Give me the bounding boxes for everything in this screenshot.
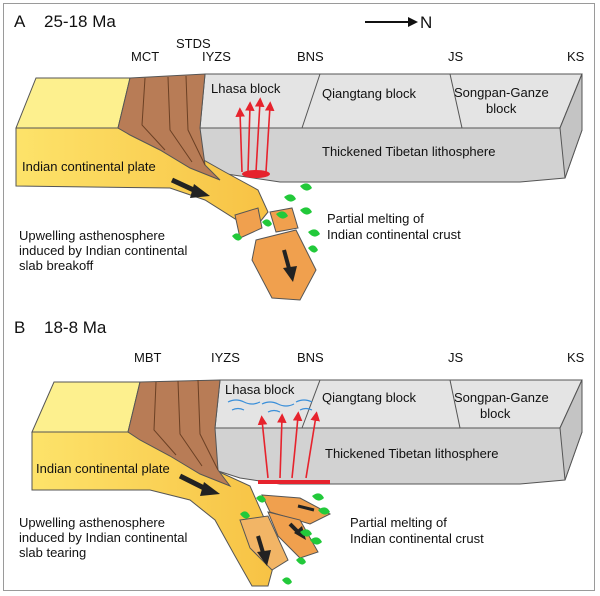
upwelling-line3-b: slab tearing	[19, 545, 86, 560]
magma-paths-b	[257, 411, 330, 484]
melting-line2-b: Indian continental crust	[350, 531, 484, 546]
panel-a-letter: A	[14, 12, 26, 31]
suture-js-a: JS	[448, 49, 464, 64]
upwelling-line1-a: Upwelling asthenosphere	[19, 228, 165, 243]
upwelling-line3-a: slab breakoff	[19, 258, 94, 273]
broken-slab-a	[234, 207, 317, 301]
sinking-slab-arrowhead-a	[283, 266, 297, 282]
himalaya-wedge-a	[117, 73, 221, 181]
suture-mbt-b: MBT	[134, 350, 162, 365]
suture-ks-a: KS	[567, 49, 585, 64]
panel-a: A 25-18 Ma N	[14, 12, 585, 301]
suture-bns-b: BNS	[297, 350, 324, 365]
subduction-arrowhead-b	[200, 482, 220, 496]
suture-mct-a: MCT	[131, 49, 159, 64]
sinking-slab-arrowhead-b1	[257, 550, 271, 566]
sinking-slab-arrowhead-b2	[294, 526, 306, 540]
himalaya-wedge-b	[127, 379, 232, 488]
melting-line1-a: Partial melting of	[327, 211, 424, 226]
lithosphere-label-b: Thickened Tibetan lithosphere	[325, 446, 498, 461]
suture-iyzs-a: IYZS	[202, 49, 231, 64]
suture-stds-a: STDS	[176, 36, 211, 51]
subduction-arrowhead-a	[190, 184, 210, 198]
melting-line2-a: Indian continental crust	[327, 227, 461, 242]
lithosphere-label-a: Thickened Tibetan lithosphere	[322, 144, 495, 159]
suture-js-b: JS	[448, 350, 464, 365]
panel-b: B 18-8 Ma	[14, 318, 585, 587]
upwelling-line2-a: induced by Indian continental	[19, 243, 188, 258]
suture-iyzs-b: IYZS	[211, 350, 240, 365]
melt-droplets-b	[240, 493, 330, 585]
songpan-block-label-b-1: Songpan-Ganze	[454, 390, 549, 405]
melt-droplets-a	[232, 183, 320, 253]
tibetan-plateau-block-b	[214, 379, 583, 485]
sediment-layers-b	[227, 399, 313, 413]
lhasa-block-label-b: Lhasa block	[225, 382, 295, 397]
qiangtang-block-label-a: Qiangtang block	[322, 86, 416, 101]
tibetan-plateau-block-a	[199, 73, 583, 183]
qiangtang-block-label-b: Qiangtang block	[322, 390, 416, 405]
sinking-slab-arrow-b3	[297, 504, 315, 512]
panel-b-age: 18-8 Ma	[44, 318, 107, 337]
torn-slab-b	[239, 494, 332, 571]
panel-a-age: 25-18 Ma	[44, 12, 116, 31]
indian-plate-a	[15, 77, 269, 229]
suture-ks-b: KS	[567, 350, 585, 365]
figure-frame	[3, 3, 595, 591]
indian-plate-label-a: Indian continental plate	[22, 159, 156, 174]
upwelling-line2-b: induced by Indian continental	[19, 530, 188, 545]
suture-bns-a: BNS	[297, 49, 324, 64]
lhasa-block-label-a: Lhasa block	[211, 81, 281, 96]
songpan-block-label-b-2: block	[480, 406, 511, 421]
melting-line1-b: Partial melting of	[350, 515, 447, 530]
north-label: N	[420, 13, 432, 32]
songpan-block-label-a-2: block	[486, 101, 517, 116]
upwelling-line1-b: Upwelling asthenosphere	[19, 515, 165, 530]
indian-plate-label-b: Indian continental plate	[36, 461, 170, 476]
panel-b-letter: B	[14, 318, 25, 337]
songpan-block-label-a-1: Songpan-Ganze	[454, 85, 549, 100]
magma-paths-a	[235, 97, 275, 178]
north-arrow: N	[365, 13, 432, 32]
